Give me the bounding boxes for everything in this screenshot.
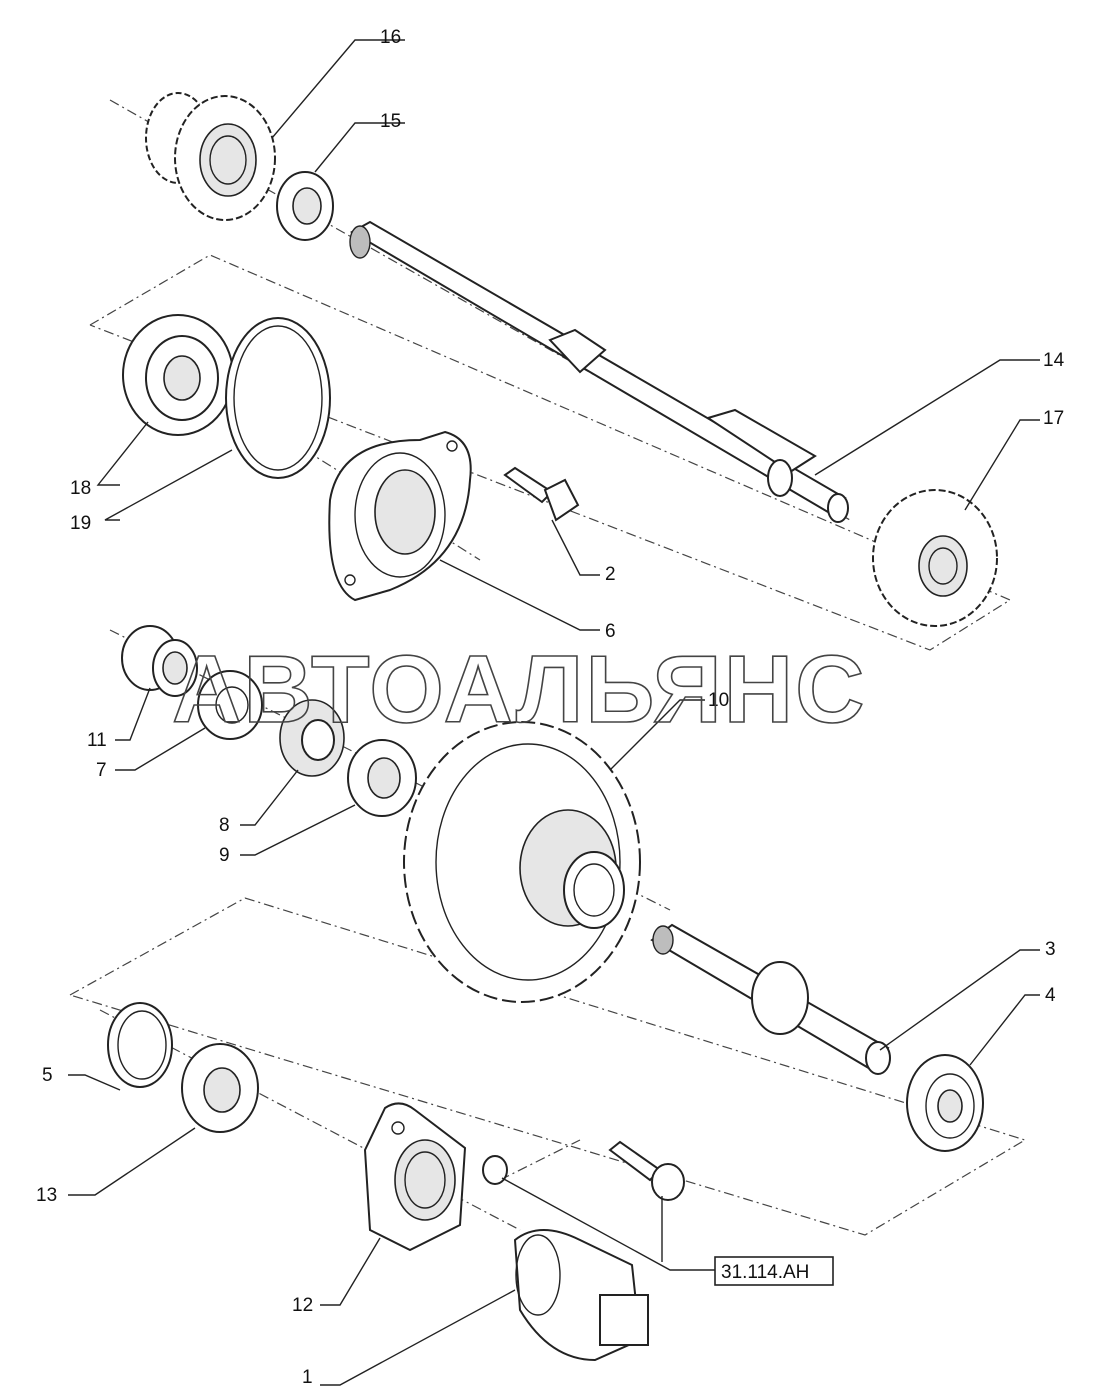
leader-lines [68,39,1040,1386]
callout-18: 18 [70,478,91,499]
watermark: АВТОАЛЬЯНС [172,636,866,743]
bolt-part-2 [503,466,580,522]
shaft-part-14 [349,220,849,523]
gear-part-16 [145,92,276,221]
shim-part-19 [225,317,331,479]
washer-part-7 [197,670,263,740]
gear-part-17 [872,489,998,627]
bearing-part-18 [122,314,234,436]
callout-1: 1 [302,1367,313,1388]
washer-bolt-group [482,1140,685,1201]
bearing-part-11 [121,625,198,697]
plug-part-1 [513,1229,649,1362]
callout-13: 13 [36,1185,57,1206]
callout-10: 10 [708,690,729,711]
callouts: 16 15 14 17 18 19 2 6 10 11 7 8 9 3 4 5 … [36,27,1065,1388]
callout-5: 5 [42,1065,53,1086]
bearing-part-4 [906,1054,984,1152]
cover-part-6 [328,430,472,602]
bush-part-15 [276,171,334,241]
callout-2: 2 [605,564,616,585]
spacer-part-8 [279,699,345,777]
ring-part-9 [347,739,417,817]
callout-17: 17 [1043,408,1064,429]
callout-16: 16 [380,27,401,48]
callout-19: 19 [70,513,91,534]
snap-ring-part-5 [107,1002,173,1088]
gear-part-10 [403,721,641,1003]
callout-8: 8 [219,815,230,836]
callout-14: 14 [1043,350,1065,371]
bearing-part-13 [181,1043,259,1133]
callout-6: 6 [605,621,616,642]
callout-3: 3 [1045,939,1056,960]
callout-9: 9 [219,845,230,866]
reference-box-label: 31.114.AH [721,1262,809,1283]
callout-12: 12 [292,1295,313,1316]
callout-11: 11 [87,730,107,751]
callout-7: 7 [96,760,107,781]
housing-part-12 [363,1102,467,1252]
shaft-part-3 [650,923,891,1075]
callout-4: 4 [1045,985,1056,1006]
callout-15: 15 [380,111,401,132]
reference-box[interactable]: 31.114.AH [714,1256,834,1286]
